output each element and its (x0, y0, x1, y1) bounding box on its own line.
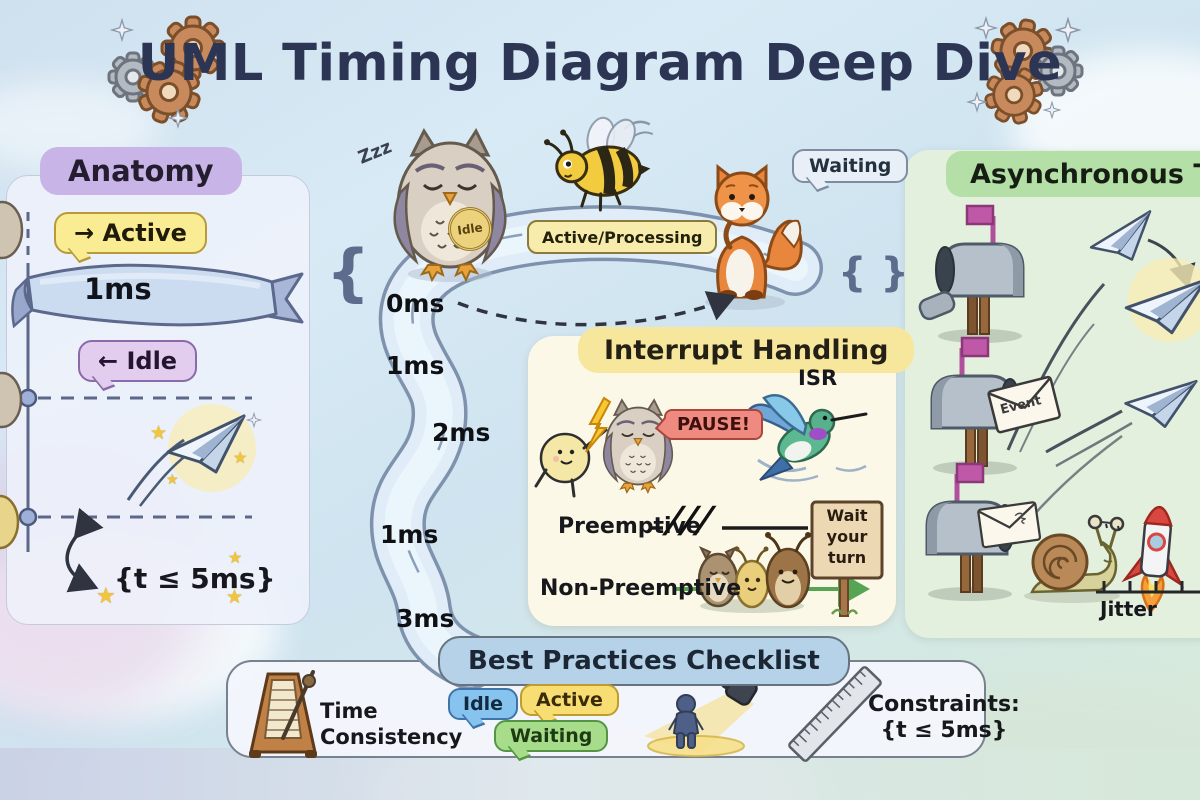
idle-state-label: ← Idle (98, 347, 178, 375)
constraints-title: Constraints: (868, 692, 1020, 717)
ribbon-icon (11, 263, 304, 329)
constraints-label: Constraints: {t ≤ 5ms} (868, 692, 1020, 745)
active-processing-tag: Active/Processing (527, 220, 718, 254)
checklist-waiting-bubble: Waiting (494, 720, 609, 752)
state-arc-icon (457, 291, 737, 327)
time-mark-3: 1ms (380, 520, 439, 549)
anatomy-lifeline (18, 212, 252, 552)
star-icon: ★ (150, 422, 168, 444)
person-icon (668, 694, 704, 749)
waiting-label: Waiting (809, 155, 892, 177)
sign-line: Wait (826, 506, 868, 525)
bee-active-icon (544, 116, 654, 212)
paper-plane-icon (1086, 210, 1157, 265)
owl-paused-icon (602, 398, 674, 494)
ruler-icon (788, 666, 882, 762)
checklist-header: Best Practices Checklist (438, 636, 850, 686)
interrupt-header: Interrupt Handling (578, 327, 915, 373)
anatomy-panel (6, 175, 310, 625)
checklist-header-label: Best Practices Checklist (468, 646, 820, 676)
isr-label: ISR (798, 366, 838, 390)
star-icon: ★ (228, 548, 243, 567)
anatomy-header: Anatomy (40, 147, 242, 195)
anatomy-header-label: Anatomy (68, 154, 214, 188)
metronome-icon (249, 670, 317, 758)
mailbox-1-icon (918, 206, 1023, 343)
waiting-bubble: Waiting (792, 149, 909, 183)
active-processing-label: Active/Processing (542, 227, 703, 247)
idle-badge-label: Idle (456, 220, 484, 238)
idle-state-bubble: ← Idle (78, 340, 198, 382)
time-mark-2: 2ms (432, 418, 491, 447)
checklist-idle-label: Idle (463, 693, 504, 715)
brace-left: { (326, 236, 371, 309)
checklist-idle-bubble: Idle (448, 688, 519, 720)
preemptive-label: Preemptive (558, 514, 701, 539)
time-mark-0: 0ms (386, 289, 445, 318)
constraints-value: {t ≤ 5ms} (880, 718, 1008, 744)
anatomy-plane-icon (126, 404, 262, 507)
jitter-label: Jitter (1100, 597, 1157, 621)
lightning-icon (585, 396, 612, 453)
time-consistency-line: Time (320, 699, 378, 723)
ball-character-icon (534, 428, 608, 498)
time-mark-4: 3ms (396, 604, 455, 633)
time-mark-1: 1ms (386, 351, 445, 380)
checklist-active-bubble: Active (520, 684, 619, 716)
queue-animals-icon (697, 532, 811, 613)
star-icon: ★ (166, 472, 179, 488)
anatomy-constraint-label: {t ≤ 5ms} (114, 562, 276, 595)
jitter-ruler-icon (1096, 581, 1200, 594)
non-preemptive-label: Non-Preemptive (540, 576, 742, 601)
snail-icon (1024, 514, 1125, 603)
mail-envelope-icon (976, 500, 1042, 549)
brace-pair: { } (838, 250, 909, 296)
pause-bubble: PAUSE! (664, 409, 764, 440)
owl-idle-icon (392, 129, 508, 282)
interrupt-header-label: Interrupt Handling (604, 334, 889, 366)
sign-line: your (826, 526, 868, 546)
hummingbird-isr-icon (744, 394, 868, 482)
star-icon: ★ (226, 586, 244, 608)
preemptive-hash-marks: /// (664, 500, 718, 541)
time-consistency-line: Consistency (320, 725, 463, 750)
ribbon-duration-label: 1ms (84, 272, 152, 306)
pause-label: PAUSE! (677, 414, 751, 435)
page-title: UML Timing Diagram Deep Dive (137, 34, 1063, 93)
sign-line: turn (827, 547, 867, 567)
async-header-label: Asynchronous Triggers (970, 158, 1200, 190)
async-header: Asynchronous Triggers (946, 151, 1200, 197)
star-icon: ★ (96, 584, 116, 609)
wait-sign-icon (810, 500, 884, 617)
edge-critters-icon (0, 200, 24, 550)
wait-sign-text: Wait your turn (812, 506, 882, 568)
active-state-label: → Active (74, 219, 187, 247)
paper-plane-icon (1121, 370, 1198, 432)
constraint-arrow-icon (65, 507, 104, 593)
star-icon: ★ (233, 448, 248, 467)
fox-waiting-icon (714, 163, 803, 300)
active-state-bubble: → Active (54, 212, 207, 254)
time-consistency-label: Time Consistency (320, 698, 462, 751)
